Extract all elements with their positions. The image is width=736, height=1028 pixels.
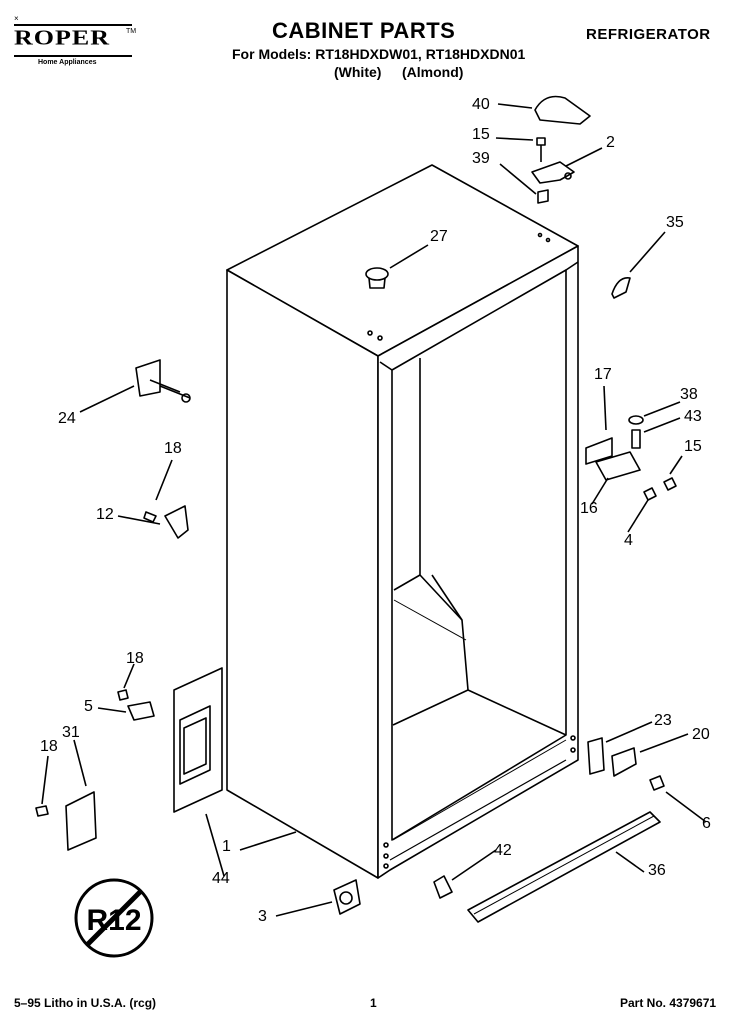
part-3-roller [333, 879, 361, 915]
brand-tagline: Home Appliances [38, 59, 97, 66]
callout-15b: 15 [684, 438, 702, 455]
brand-rule-bottom [14, 55, 132, 57]
part-20-bracket [611, 747, 637, 777]
callout-24: 24 [58, 410, 76, 427]
callout-12: 12 [96, 506, 114, 523]
callout-17: 17 [594, 366, 612, 383]
callout-6: 6 [702, 815, 711, 832]
part-44-bracket [173, 667, 223, 813]
part-23-bracket [587, 737, 605, 775]
callout-16: 16 [580, 500, 598, 517]
cabinet-left-side [226, 269, 379, 879]
category-label: REFRIGERATOR [586, 26, 711, 43]
part-38-bushing [628, 415, 644, 425]
callout-18b: 18 [126, 650, 144, 667]
part-39-spacer [537, 189, 549, 204]
callout-1: 1 [222, 838, 231, 855]
part-43-pin [631, 429, 641, 449]
part-6-screw [649, 775, 665, 791]
part-24-hinge-pin [135, 359, 161, 397]
model-numbers: For Models: RT18HDXDW01, RT18HDXDN01 [232, 46, 526, 62]
part-2-top-hinge [531, 161, 575, 184]
brand-logo: ROPER [14, 26, 110, 50]
callout-3: 3 [258, 908, 267, 925]
callout-2: 2 [606, 134, 615, 151]
callout-43: 43 [684, 408, 702, 425]
part-5-bracket [127, 701, 155, 721]
part-27-plug [365, 267, 389, 281]
part-15-screw [536, 137, 546, 146]
part-18-screw-b [117, 689, 129, 701]
callout-5: 5 [84, 698, 93, 715]
part-12-bracket [164, 505, 189, 539]
part-15-screw-b [663, 477, 677, 491]
callout-35: 35 [666, 214, 684, 231]
callout-44: 44 [212, 870, 230, 887]
variant-white: (White) [334, 64, 382, 80]
page-title: CABINET PARTS [272, 18, 456, 43]
brand-rule-top [14, 24, 132, 26]
trademark: TM [126, 28, 137, 35]
part-35-trim [611, 277, 631, 299]
footer-litho: 5–95 Litho in U.S.A. (rcg) [14, 996, 157, 1010]
callout-42: 42 [494, 842, 512, 859]
callout-18c: 18 [40, 738, 58, 755]
footer-page-number: 1 [370, 996, 377, 1010]
callout-20: 20 [692, 726, 710, 743]
r12-seal: R12 [74, 878, 154, 958]
callout-15: 15 [472, 126, 490, 143]
part-18-screw-c [35, 805, 49, 817]
callout-23: 23 [654, 712, 672, 729]
part-16-center-hinge [595, 451, 641, 481]
callout-40: 40 [472, 96, 490, 113]
variant-almond: (Almond) [402, 64, 464, 80]
callout-18: 18 [164, 440, 182, 457]
footer-part-number: Part No. 4379671 [620, 996, 717, 1010]
part-31-cover [65, 791, 97, 851]
part-42-clip [433, 875, 453, 899]
callout-31: 31 [62, 724, 80, 741]
part-17-shim [585, 437, 613, 465]
callout-4: 4 [624, 532, 633, 549]
callout-36: 36 [648, 862, 666, 879]
callout-39: 39 [472, 150, 490, 167]
corner-mark: × [14, 14, 19, 23]
part-4-screw [643, 487, 657, 501]
part-40-hinge-cover [534, 95, 591, 125]
callout-38: 38 [680, 386, 698, 403]
callout-27: 27 [430, 228, 448, 245]
part-36-grille [467, 811, 661, 923]
